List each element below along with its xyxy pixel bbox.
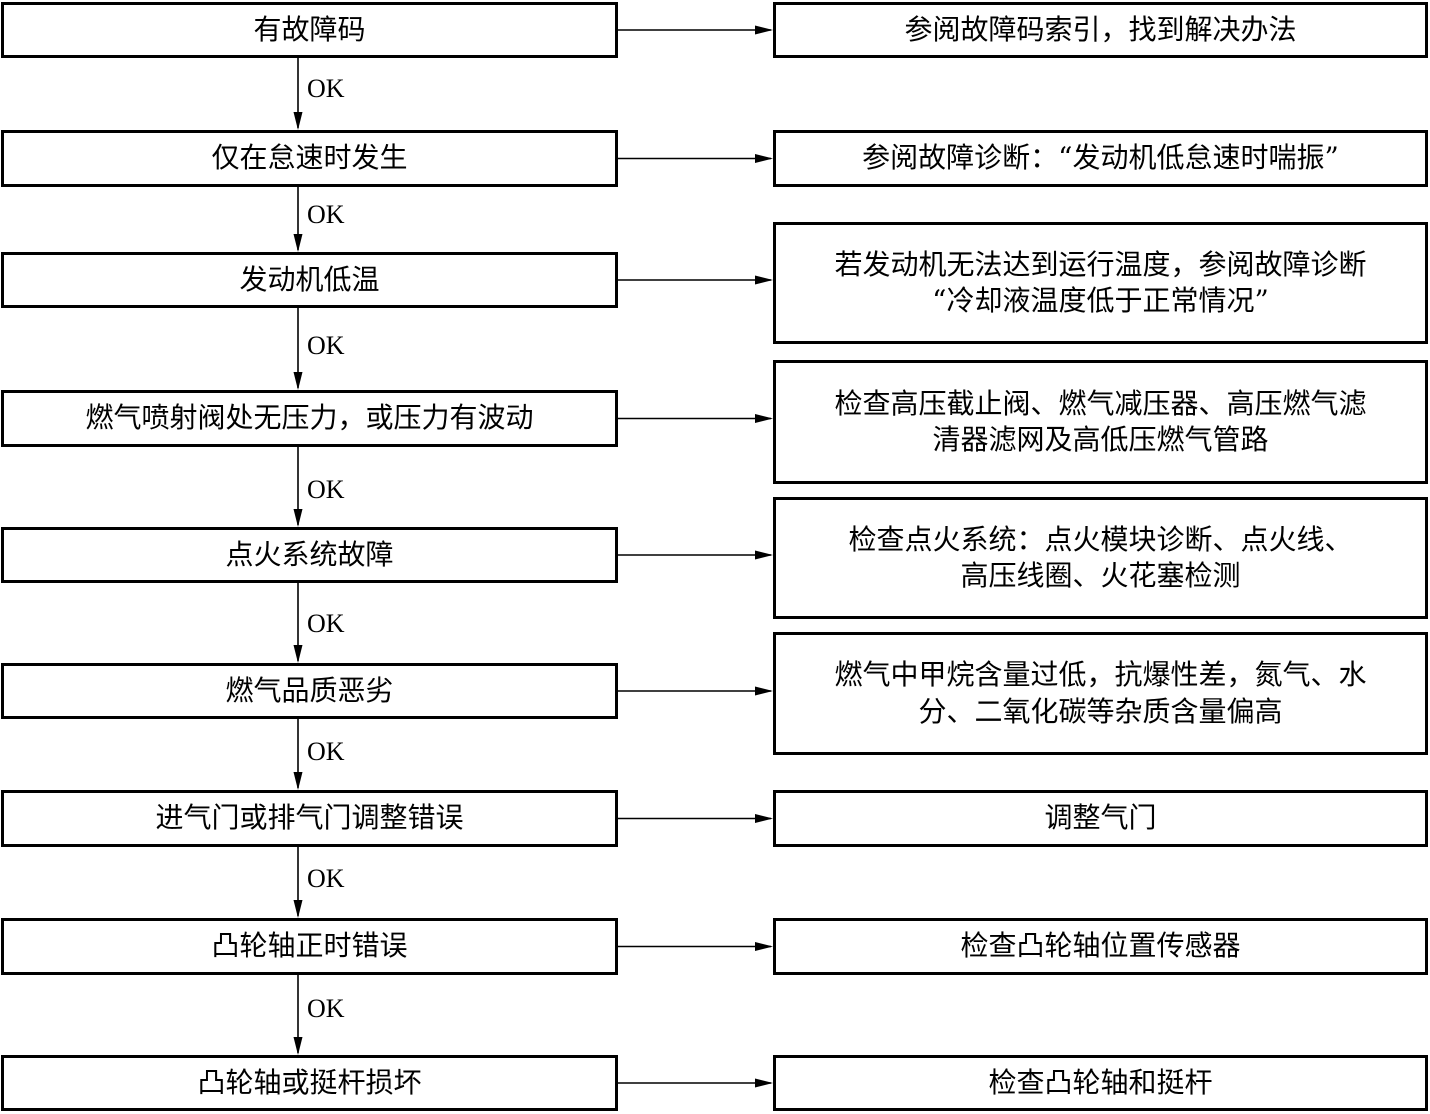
condition-text-9: 凸轮轴或挺杆损坏: [197, 1065, 422, 1099]
condition-text-2: 仅在怠速时发生: [211, 141, 408, 175]
action-box-1: 参阅故障码索引，找到解决办法: [773, 2, 1428, 58]
action-box-7: 调整气门: [773, 790, 1428, 847]
action-arrowhead-6: [755, 686, 773, 696]
condition-text-6: 燃气品质恶劣: [225, 673, 394, 707]
action-text-8-line-1: 检查凸轮轴位置传感器: [960, 929, 1241, 963]
condition-text-3: 发动机低温: [239, 262, 380, 296]
ok-arrowhead-7: [293, 900, 303, 918]
condition-box-2: 仅在怠速时发生: [1, 130, 618, 187]
ok-arrowhead-6: [293, 772, 303, 790]
action-box-8: 检查凸轮轴位置传感器: [773, 918, 1428, 975]
action-text-7-line-1: 调整气门: [1044, 801, 1157, 835]
action-arrowhead-5: [755, 550, 773, 560]
ok-arrowhead-4: [293, 509, 303, 527]
ok-label-7: OK: [307, 864, 345, 893]
ok-label-4: OK: [307, 475, 345, 504]
condition-box-8: 凸轮轴正时错误: [1, 918, 618, 975]
action-arrowhead-9: [755, 1078, 773, 1088]
action-text-5-line-1: 检查点火系统：点火模块诊断、点火线、: [848, 522, 1353, 556]
action-arrowhead-4: [755, 414, 773, 423]
action-text-2-line-1: 参阅故障诊断：“发动机低怠速时喘振”: [862, 141, 1339, 175]
action-text-5-line-2: 高压线圈、火花塞检测: [960, 559, 1241, 592]
action-text-6-line-1: 燃气中甲烷含量过低，抗爆性差，氮气、水: [834, 658, 1367, 692]
action-text-9-line-1: 检查凸轮轴和挺杆: [988, 1065, 1213, 1099]
action-box-6: 燃气中甲烷含量过低，抗爆性差，氮气、水 分、二氧化碳等杂质含量偏高: [773, 632, 1428, 755]
action-text-3-line-1: 若发动机无法达到运行温度，参阅故障诊断: [834, 247, 1367, 281]
ok-label-1: OK: [307, 74, 345, 103]
ok-label-6: OK: [307, 737, 345, 766]
action-text-3-line-2: “冷却液温度低于正常情况”: [932, 284, 1269, 317]
condition-box-5: 点火系统故障: [1, 527, 618, 583]
condition-text-7: 进气门或排气门调整错误: [155, 801, 464, 835]
action-box-2: 参阅故障诊断：“发动机低怠速时喘振”: [773, 130, 1428, 187]
action-text-4-line-1: 检查高压截止阀、燃气减压器、高压燃气滤: [834, 386, 1367, 420]
condition-box-4: 燃气喷射阀处无压力，或压力有波动: [1, 390, 618, 447]
action-text-6-line-2: 分、二氧化碳等杂质含量偏高: [918, 694, 1283, 728]
action-text-1-line-1: 参阅故障码索引，找到解决办法: [904, 12, 1297, 46]
ok-label-3: OK: [307, 331, 345, 360]
condition-box-1: 有故障码: [1, 2, 618, 58]
condition-box-7: 进气门或排气门调整错误: [1, 790, 618, 847]
action-text-4-line-2: 清器滤网及高低压燃气管路: [932, 423, 1269, 456]
action-box-9: 检查凸轮轴和挺杆: [773, 1055, 1428, 1111]
ok-label-8: OK: [307, 994, 345, 1023]
action-arrowhead-3: [755, 275, 773, 285]
ok-arrowhead-2: [293, 234, 303, 252]
action-box-3: 若发动机无法达到运行温度，参阅故障诊断 “冷却液温度低于正常情况”: [773, 222, 1428, 344]
action-arrowhead-1: [755, 25, 773, 35]
action-box-4: 检查高压截止阀、燃气减压器、高压燃气滤 清器滤网及高低压燃气管路: [773, 360, 1428, 484]
action-arrowhead-8: [755, 942, 773, 951]
condition-text-5: 点火系统故障: [225, 537, 394, 571]
action-arrowhead-7: [755, 814, 773, 823]
ok-label-2: OK: [307, 200, 345, 229]
ok-arrowhead-3: [293, 372, 303, 390]
condition-box-6: 燃气品质恶劣: [1, 663, 618, 719]
condition-text-4: 燃气喷射阀处无压力，或压力有波动: [85, 401, 534, 435]
ok-arrowhead-1: [293, 112, 303, 130]
condition-text-1: 有故障码: [253, 12, 366, 46]
action-box-5: 检查点火系统：点火模块诊断、点火线、 高压线圈、火花塞检测: [773, 497, 1428, 619]
action-arrowhead-2: [755, 154, 773, 163]
ok-arrowhead-5: [293, 645, 303, 663]
condition-text-8: 凸轮轴正时错误: [211, 929, 408, 963]
ok-label-5: OK: [307, 609, 345, 638]
condition-box-3: 发动机低温: [1, 252, 618, 308]
condition-box-9: 凸轮轴或挺杆损坏: [1, 1055, 618, 1111]
ok-arrowhead-8: [293, 1037, 303, 1055]
